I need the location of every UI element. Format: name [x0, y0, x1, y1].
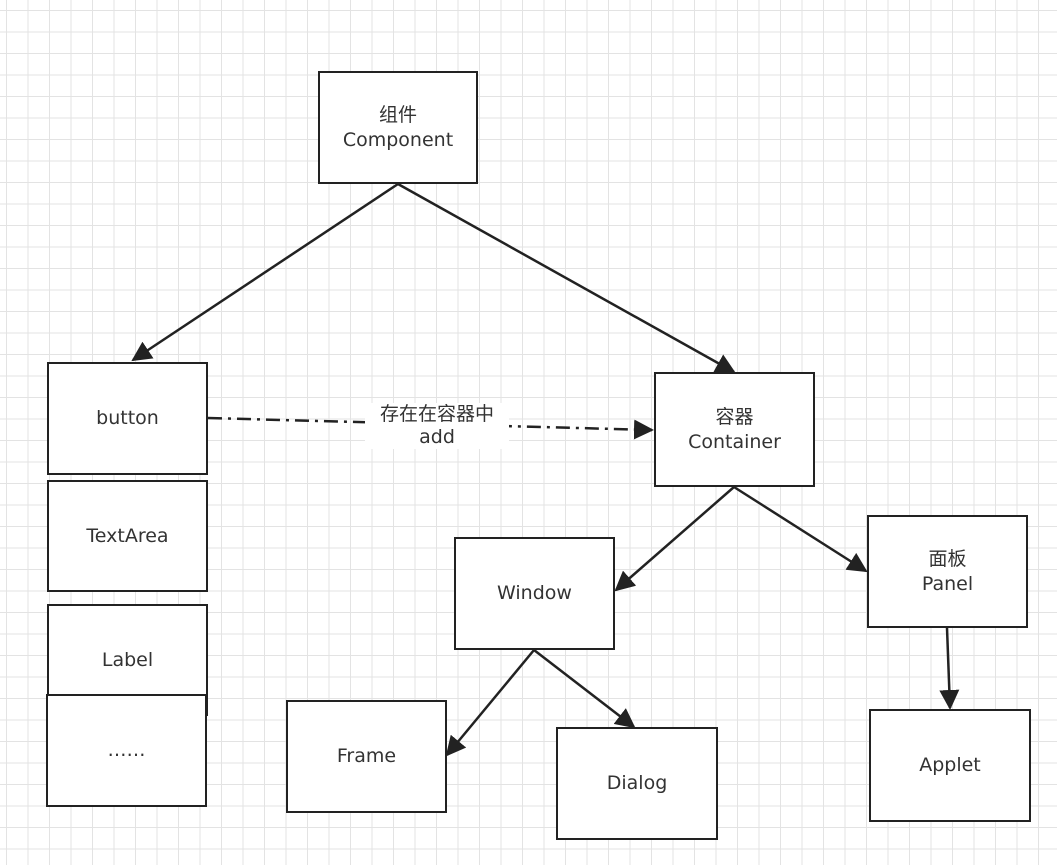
node-textarea: TextArea — [47, 480, 208, 592]
edge-component-button — [131, 182, 399, 362]
node-container: 容器 Container — [654, 372, 815, 487]
edge-panel-applet — [939, 627, 960, 710]
edge-label-line2: add — [419, 425, 455, 448]
edge-window-frame — [445, 649, 535, 757]
edge-window-dialog — [533, 649, 636, 729]
edge-container-window — [614, 486, 735, 592]
node-button: button — [47, 362, 208, 475]
node-panel-line1: 面板 — [928, 547, 967, 570]
edge-label-add: 存在在容器中 add — [365, 403, 509, 449]
edge-component-container — [397, 182, 736, 374]
node-window-label: Window — [497, 582, 572, 605]
node-container-line1: 容器 — [715, 405, 754, 428]
node-textarea-label: TextArea — [86, 524, 169, 547]
node-panel-line2: Panel — [921, 572, 974, 595]
node-frame-label: Frame — [336, 745, 397, 768]
node-component: 组件 Component — [318, 71, 478, 184]
node-applet-label: Applet — [919, 754, 981, 777]
edge-label-line1: 存在在容器中 — [379, 403, 494, 425]
node-container-line2: Container — [688, 430, 781, 453]
node-label-label: Label — [101, 648, 154, 671]
node-component-line2: Component — [342, 128, 454, 151]
node-panel: 面板 Panel — [867, 515, 1028, 628]
node-applet: Applet — [869, 709, 1031, 822]
node-frame: Frame — [286, 700, 447, 813]
node-button-label: button — [96, 407, 159, 430]
node-window: Window — [454, 537, 615, 650]
node-component-line1: 组件 — [378, 103, 417, 126]
edge-container-panel — [733, 485, 868, 573]
node-dialog-label: Dialog — [606, 772, 668, 795]
node-more: …… — [46, 694, 207, 807]
node-dialog: Dialog — [556, 727, 718, 840]
edge-button-container-dashed — [207, 416, 654, 440]
node-more-label: …… — [107, 739, 146, 762]
